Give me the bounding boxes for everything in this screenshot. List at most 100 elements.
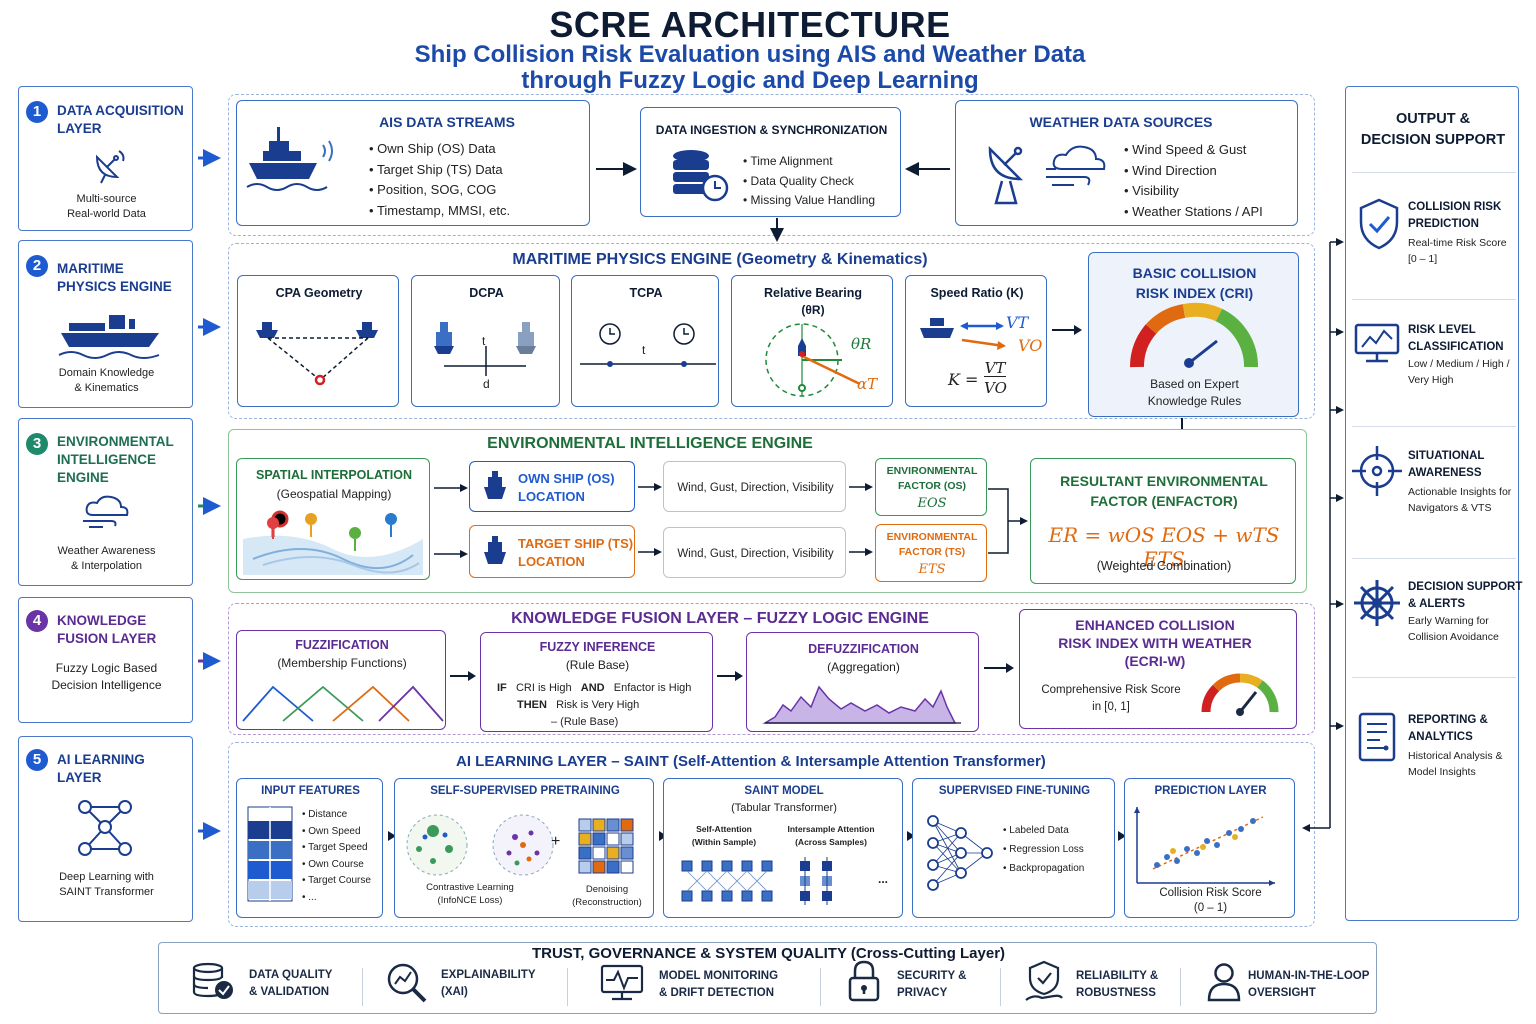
satellite-dish-icon (95, 150, 125, 184)
arrow-ai-4 (1118, 831, 1126, 841)
list-item: Missing Value Handling (743, 191, 876, 211)
ingestion-box: DATA INGESTION & SYNCHRONIZATION Time Al… (640, 107, 901, 217)
saint-model-box: SAINT MODEL (Tabular Transformer) Self-A… (663, 778, 903, 918)
env-factor-ts-symbol: ETS (918, 562, 946, 577)
speed-ratio-icon (920, 318, 1006, 350)
lock-icon (848, 960, 880, 1002)
wind-box-os: Wind, Gust, Direction, Visibility (663, 461, 846, 512)
input-features-title: INPUT FEATURES (261, 785, 360, 797)
cloud-wind-icon (83, 495, 129, 528)
vt-label: VT (1006, 313, 1029, 332)
attention-grid-icon (681, 857, 832, 905)
tcpa-timeline-icon (580, 323, 716, 367)
plus-sign: + (551, 833, 561, 850)
trust-item-label: MODEL MONITORING& DRIFT DETECTION (659, 970, 779, 999)
defuzzification-title: DEFUZZIFICATION (808, 642, 919, 656)
spatial-arrows (434, 484, 468, 558)
rule-base-label: – (Rule Base) (551, 716, 619, 728)
output-connector (1302, 238, 1344, 832)
trust-divider (362, 968, 363, 1006)
list-item: Target Ship (TS) Data (369, 160, 510, 181)
defuzzification-box: DEFUZZIFICATION (Aggregation) (746, 632, 979, 732)
layer-subtitle: Weather Awareness& Interpolation (57, 545, 156, 572)
ingestion-title: DATA INGESTION & SYNCHRONIZATION (655, 123, 888, 137)
list-item: Own Course (302, 857, 371, 874)
physics-row (228, 243, 1315, 419)
ais-ship-icon (246, 127, 333, 191)
k-denominator: VO (984, 379, 1007, 397)
input-features-box: INPUT FEATURES Distance Own Speed Target… (236, 778, 383, 918)
fuzzification-box: FUZZIFICATION (Membership Functions) (236, 630, 446, 730)
trust-item-label: EXPLAINABILITY(XAI) (441, 969, 536, 998)
tcpa-t-label: t (642, 343, 646, 357)
relative-bearing-title: Relative Bearing (764, 286, 862, 300)
target-ship-location-title: TARGET SHIP (TS)LOCATION (518, 536, 634, 569)
cloud-wind-icon (1046, 145, 1106, 186)
wind-label: Wind, Gust, Direction, Visibility (677, 482, 834, 494)
monitor-pulse-icon (600, 964, 644, 1001)
database-clock-icon (673, 150, 729, 202)
spatial-title: SPATIAL INTERPOLATION (255, 468, 413, 482)
trust-divider (1000, 968, 1001, 1006)
output-divider (1352, 558, 1516, 559)
list-item: Wind Speed & Gust (1124, 140, 1263, 161)
list-item: Own Speed (302, 824, 371, 841)
ais-list: Own Ship (OS) Data Target Ship (TS) Data… (369, 139, 510, 221)
output-panel: OUTPUT &DECISION SUPPORT (1345, 86, 1519, 921)
relative-bearing-symbol: (θR) (801, 303, 825, 317)
layer-number: 1 (26, 101, 48, 123)
trust-divider (1180, 968, 1181, 1006)
trust-item-label: RELIABILITY &ROBUSTNESS (1076, 970, 1159, 999)
pretraining-title: SELF-SUPERVISED PRETRAINING (430, 785, 620, 797)
list-item: Visibility (1124, 181, 1263, 202)
layer-number: 2 (26, 255, 48, 277)
radar-dish-icon (988, 145, 1024, 205)
tcpa-box: TCPA t (571, 275, 719, 407)
trust-title: TRUST, GOVERNANCE & SYSTEM QUALITY (Cros… (531, 945, 1006, 962)
more-dots: ... (878, 872, 889, 886)
intersample-attention-label: Intersample Attention(Across Samples) (787, 824, 875, 847)
list-item: Distance (302, 807, 371, 824)
ship-front-icon (484, 471, 506, 499)
list-item: Labeled Data (1003, 821, 1084, 840)
env-merge-arrows (988, 488, 1028, 554)
report-icon (1358, 712, 1396, 762)
ai-row (228, 742, 1315, 927)
neural-net-icon (927, 815, 993, 891)
defuzzification-subtitle: (Aggregation) (827, 660, 900, 674)
membership-functions-icon (242, 685, 444, 722)
list-item: Wind Direction (1124, 161, 1263, 182)
fuzzy-row (228, 603, 1315, 735)
fuzzy-title: KNOWLEDGE FUSION LAYER – FUZZY LOGIC ENG… (511, 610, 929, 627)
ship-wheel-icon (1354, 580, 1400, 626)
magnifier-chart-icon (387, 963, 427, 1003)
denoising-label: Denoising(Reconstruction) (572, 884, 642, 908)
person-icon (1207, 963, 1241, 1002)
contrastive-label: Contrastive Learning(InfoNCE Loss) (426, 882, 514, 906)
trust-item-label: DATA QUALITY& VALIDATION (249, 969, 333, 998)
rule-line-2: THEN Risk is Very High (517, 699, 640, 711)
dcpa-t-label: t (482, 334, 486, 348)
fuzzy-inference-box: FUZZY INFERENCE (Rule Base) IF CRI is Hi… (480, 632, 713, 732)
cpa-title: CPA Geometry (275, 286, 363, 300)
trust-divider (820, 968, 821, 1006)
fuzzy-inference-title: FUZZY INFERENCE (539, 640, 656, 654)
target-ship-location-box: TARGET SHIP (TS)LOCATION (469, 525, 635, 578)
physics-title: MARITIME PHYSICS ENGINE (Geometry & Kine… (512, 251, 928, 268)
self-attention-label: Self-Attention(Within Sample) (691, 824, 757, 847)
list-item: Regression Loss (1003, 840, 1084, 859)
list-item: Position, SOG, COG (369, 180, 510, 201)
